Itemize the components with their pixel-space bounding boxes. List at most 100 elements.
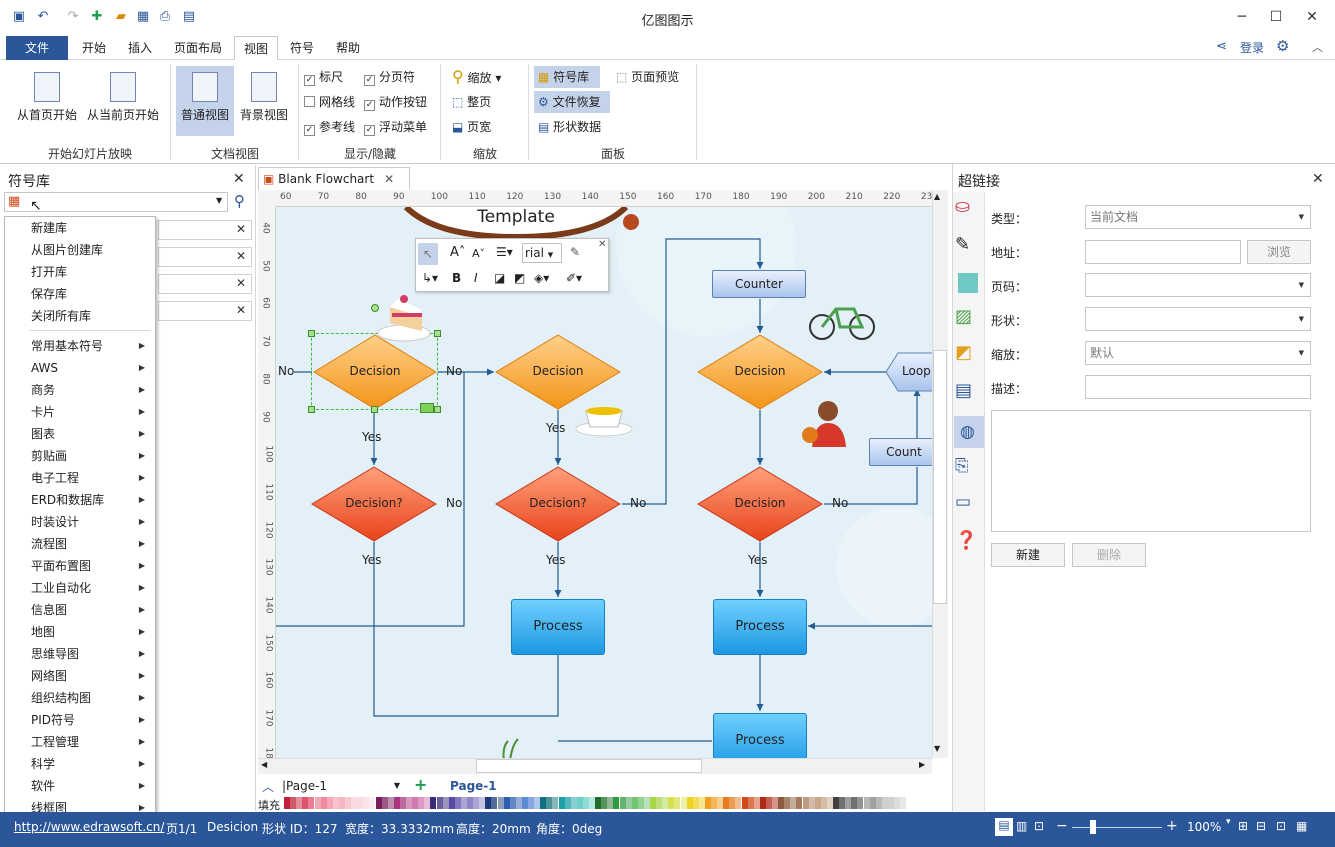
color-swatch[interactable] xyxy=(363,797,370,809)
color-swatch[interactable] xyxy=(332,797,339,809)
page-select[interactable]: |Page-1▼ xyxy=(282,779,400,793)
menu-category-item[interactable]: 网络图▶ xyxy=(31,666,151,686)
share-icon[interactable]: ⋖ xyxy=(1216,39,1227,54)
from-current-page-button[interactable]: 从当前页开始 xyxy=(84,66,162,136)
color-swatch[interactable] xyxy=(454,797,461,809)
scroll-right-icon[interactable]: ▶ xyxy=(919,760,926,769)
image-icon[interactable]: ▨ xyxy=(955,306,973,327)
library-row[interactable] xyxy=(158,247,252,267)
line-pen-icon[interactable]: ✎ xyxy=(955,234,971,255)
page-tab[interactable]: Page-1 xyxy=(450,779,497,793)
file-recover-button[interactable]: ⚙ 文件恢复 xyxy=(534,91,610,113)
color-swatch[interactable] xyxy=(808,797,815,809)
close-library-icon[interactable]: ✕ xyxy=(236,303,247,317)
color-swatch[interactable] xyxy=(582,797,589,809)
color-swatch[interactable] xyxy=(479,797,486,809)
shape-data-button[interactable]: ▤ 形状数据 xyxy=(538,120,602,134)
menu-category-item[interactable]: 科学▶ xyxy=(31,754,151,774)
line-color-icon[interactable]: ✐▾ xyxy=(566,271,583,285)
search-icon[interactable]: ⚲ xyxy=(234,192,245,210)
print-icon[interactable]: ⎙ xyxy=(159,9,171,24)
scroll-up-icon[interactable]: ▲ xyxy=(934,192,941,201)
resize-handle[interactable] xyxy=(371,406,378,413)
redo-icon[interactable]: ↷ xyxy=(67,9,79,24)
menu-category-item[interactable]: 信息图▶ xyxy=(31,600,151,620)
menu-item-close-all[interactable]: 关闭所有库 xyxy=(31,309,92,323)
address-input[interactable] xyxy=(1085,240,1241,264)
open-icon[interactable]: ▰ xyxy=(116,9,126,24)
color-swatch[interactable] xyxy=(637,797,644,809)
zoom-out-icon[interactable]: − xyxy=(1056,818,1068,834)
color-swatch[interactable] xyxy=(662,797,669,809)
menu-category-item[interactable]: 组织结构图▶ xyxy=(31,688,151,708)
color-swatch[interactable] xyxy=(723,797,730,809)
font-name-select[interactable]: rial ▼ xyxy=(522,243,562,263)
color-swatch[interactable] xyxy=(467,797,473,809)
website-link[interactable]: http://www.edrawsoft.cn/ xyxy=(14,820,165,834)
menu-category-item[interactable]: 平面布置图▶ xyxy=(31,556,151,576)
color-swatch[interactable] xyxy=(540,797,547,809)
color-swatch[interactable] xyxy=(704,797,711,809)
tab-insert[interactable]: 插入 xyxy=(127,41,152,55)
scroll-left-icon[interactable]: ◀ xyxy=(261,760,268,769)
grid-toggle-icon[interactable]: ▦ xyxy=(1296,819,1308,833)
dropdown-arrow-icon[interactable]: ▼ xyxy=(1298,281,1304,289)
symbol-library-button[interactable]: ▦ 符号库 xyxy=(534,66,600,88)
color-swatch[interactable] xyxy=(326,797,333,809)
color-swatch[interactable] xyxy=(515,797,522,809)
color-swatch[interactable] xyxy=(826,797,833,809)
menu-item-new-library[interactable]: 新建库 xyxy=(31,221,68,235)
rotate-handle[interactable] xyxy=(371,304,379,312)
color-swatch[interactable] xyxy=(607,797,614,809)
color-swatch[interactable] xyxy=(509,797,516,809)
page-view-icon[interactable]: ▥ xyxy=(1016,819,1028,833)
font-dropdown-icon[interactable]: ▼ xyxy=(547,251,554,259)
menu-category-item[interactable]: 卡片▶ xyxy=(31,402,151,422)
add-page-icon[interactable]: + xyxy=(414,775,428,794)
color-swatch[interactable] xyxy=(686,797,693,809)
comment-icon[interactable]: ▭ xyxy=(955,492,972,512)
color-swatch[interactable] xyxy=(790,797,797,809)
menu-item-library-from-image[interactable]: 从图片创建库 xyxy=(31,243,104,257)
page-preview-button[interactable]: ⬚ 页面预览 xyxy=(616,70,680,84)
process-shape[interactable]: Process xyxy=(511,599,605,655)
library-row[interactable] xyxy=(158,301,252,321)
color-swatch[interactable] xyxy=(869,797,876,809)
counter-shape[interactable]: Counter xyxy=(712,270,806,298)
menu-category-item[interactable]: PID符号▶ xyxy=(31,710,151,730)
color-swatch[interactable] xyxy=(552,797,559,809)
color-swatch[interactable] xyxy=(296,797,303,809)
menu-category-item[interactable]: 商务▶ xyxy=(31,380,151,400)
color-swatch[interactable] xyxy=(674,797,681,809)
delete-hyperlink-button[interactable]: 删除 xyxy=(1072,543,1146,567)
color-swatch[interactable] xyxy=(570,797,577,809)
color-swatch[interactable] xyxy=(717,797,724,809)
color-swatch[interactable] xyxy=(576,797,583,809)
process-shape[interactable]: Process xyxy=(713,713,807,758)
menu-category-item[interactable]: 工程管理▶ xyxy=(31,732,151,752)
color-swatch[interactable] xyxy=(338,797,345,809)
color-swatch[interactable] xyxy=(839,797,846,809)
vertical-scroll-thumb[interactable] xyxy=(933,350,947,604)
color-swatch[interactable] xyxy=(753,797,760,809)
color-swatch[interactable] xyxy=(302,797,309,809)
resize-handle[interactable] xyxy=(434,406,441,413)
color-swatch[interactable] xyxy=(601,797,608,809)
color-swatch[interactable] xyxy=(814,797,821,809)
color-swatch[interactable] xyxy=(680,797,687,809)
menu-category-item[interactable]: 流程图▶ xyxy=(31,534,151,554)
symbol-search-input[interactable] xyxy=(4,192,228,212)
color-swatch[interactable] xyxy=(656,797,663,809)
color-swatch[interactable] xyxy=(631,797,638,809)
color-swatch[interactable] xyxy=(546,797,553,809)
color-swatch[interactable] xyxy=(430,797,437,809)
color-swatch[interactable] xyxy=(558,797,565,809)
menu-category-item[interactable]: 电子工程▶ xyxy=(31,468,151,488)
zoom-level[interactable]: 100% xyxy=(1187,820,1222,834)
zoom-button[interactable]: ⚲ 缩放 ▾ xyxy=(452,67,502,86)
color-swatch[interactable] xyxy=(875,797,882,809)
color-swatch[interactable] xyxy=(613,797,620,809)
shape-select[interactable]: ▼ xyxy=(1085,307,1311,331)
collapse-ribbon-icon[interactable]: ︿ xyxy=(1312,41,1323,54)
color-swatch[interactable] xyxy=(442,797,449,809)
